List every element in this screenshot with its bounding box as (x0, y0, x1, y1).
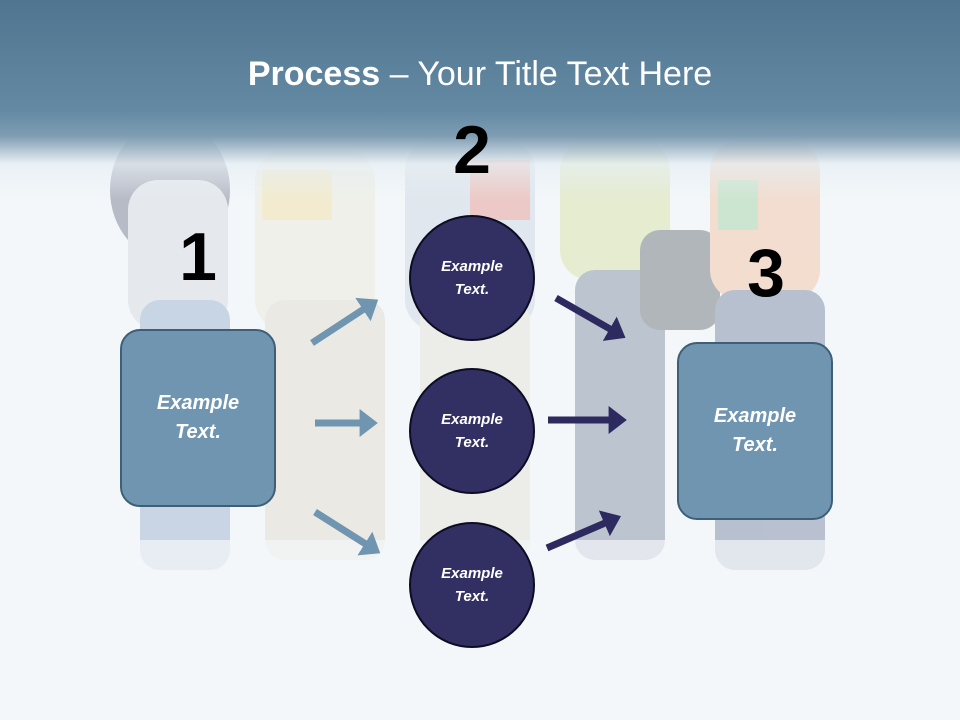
step-number-1: 1 (179, 219, 217, 295)
left-text-box: Example Text. (120, 329, 276, 507)
circle-top: Example Text. (409, 215, 535, 341)
slide-title: Process – Your Title Text Here (0, 52, 960, 96)
title-bold: Process (247, 55, 381, 93)
step-number-3: 3 (747, 235, 785, 311)
circle-bottom: Example Text. (409, 522, 535, 648)
right-text-box: Example Text. (677, 342, 833, 520)
circle-middle: Example Text. (409, 368, 535, 494)
header-band (0, 0, 960, 200)
step-number-2: 2 (453, 112, 491, 188)
title-rest: – Your Title Text Here (380, 55, 713, 93)
